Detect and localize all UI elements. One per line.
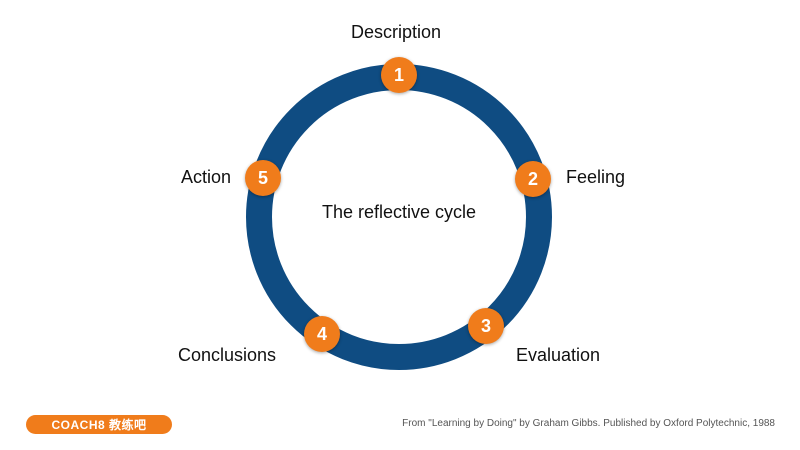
cycle-title: The reflective cycle	[321, 202, 477, 222]
step-3-label: Evaluation	[516, 345, 601, 365]
step-5-badge: 5	[245, 160, 281, 196]
step-1-badge: 1	[381, 57, 417, 93]
coach8-logo: COACH8 教练吧	[26, 415, 172, 434]
step-3-badge: 3	[468, 308, 504, 344]
step-2-badge: 2	[515, 161, 551, 197]
step-5-label: Action	[181, 167, 232, 187]
source-credit: From "Learning by Doing" by Graham Gibbs…	[402, 418, 775, 429]
step-4-label: Conclusions	[178, 345, 277, 365]
step-2-label: Feeling	[566, 167, 626, 187]
step-4-badge: 4	[304, 316, 340, 352]
step-1-label: Description	[351, 22, 442, 42]
